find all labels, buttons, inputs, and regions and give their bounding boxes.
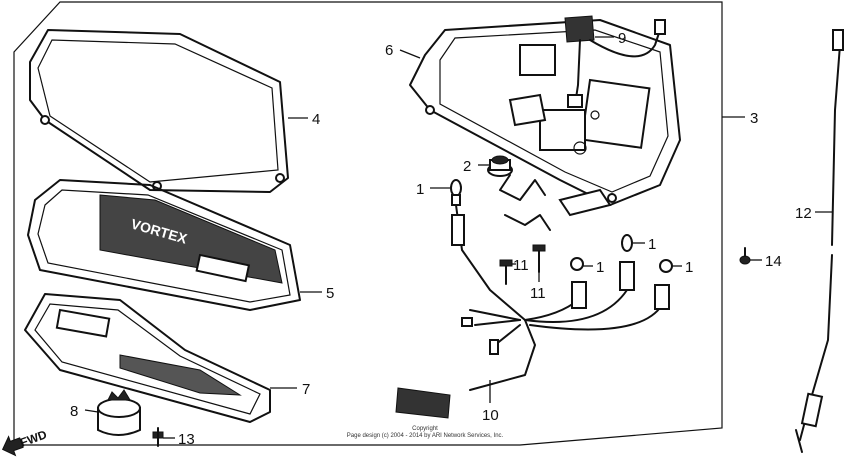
bulb-socket-part[interactable]: [97, 389, 141, 436]
callout-7: 7: [302, 381, 310, 398]
screw-14-part[interactable]: [739, 247, 751, 265]
callout-6: 6: [385, 42, 393, 59]
copyright-line2: Page design (c) 2004 - 2014 by ARI Netwo…: [347, 433, 504, 439]
fwd-indicator: FWD: [1, 427, 49, 457]
callout-8: 8: [70, 403, 78, 420]
callout-1b: 1: [648, 236, 656, 253]
callout-13: 13: [178, 431, 195, 448]
leader-8: [84, 409, 99, 413]
grommet-2-part[interactable]: [487, 155, 513, 177]
bulb-1b-part[interactable]: [621, 234, 633, 252]
callout-12: 12: [795, 205, 812, 222]
bulb-1a-part[interactable]: [450, 179, 462, 206]
bulb-1c-part[interactable]: [570, 257, 584, 271]
fwd-arrow-icon: [1, 435, 24, 457]
callout-11b: 11: [530, 285, 546, 302]
callout-14: 14: [765, 253, 782, 270]
kit-border: [13, 1, 723, 446]
callout-11a: 11: [513, 257, 529, 274]
callout-9: 9: [618, 30, 626, 47]
bulb-1d-part[interactable]: [659, 259, 673, 273]
callout-5: 5: [326, 285, 334, 302]
callout-4: 4: [312, 111, 320, 128]
callout-1a: 1: [416, 181, 424, 198]
callout-10: 10: [482, 407, 499, 424]
callout-1d: 1: [685, 259, 693, 276]
screw-11b-part[interactable]: [532, 244, 546, 273]
wire-harness-part[interactable]: [395, 174, 670, 419]
callout-3: 3: [750, 110, 758, 127]
lens-panel-part[interactable]: VORTEX: [27, 179, 301, 311]
connector-9-part[interactable]: [564, 15, 666, 108]
meter-case-part[interactable]: [409, 19, 681, 217]
callout-1c: 1: [596, 259, 604, 276]
leader-6: [399, 49, 421, 59]
callout-2: 2: [463, 158, 471, 175]
meter-cover-part[interactable]: [29, 29, 289, 193]
fwd-label: FWD: [18, 427, 49, 450]
indicator-plate-part[interactable]: [24, 293, 271, 423]
screw-11a-part[interactable]: [499, 259, 513, 285]
screw-13-part[interactable]: [152, 427, 164, 447]
speedo-cable-part[interactable]: [795, 29, 844, 453]
copyright-line1: Copyright: [412, 426, 438, 432]
